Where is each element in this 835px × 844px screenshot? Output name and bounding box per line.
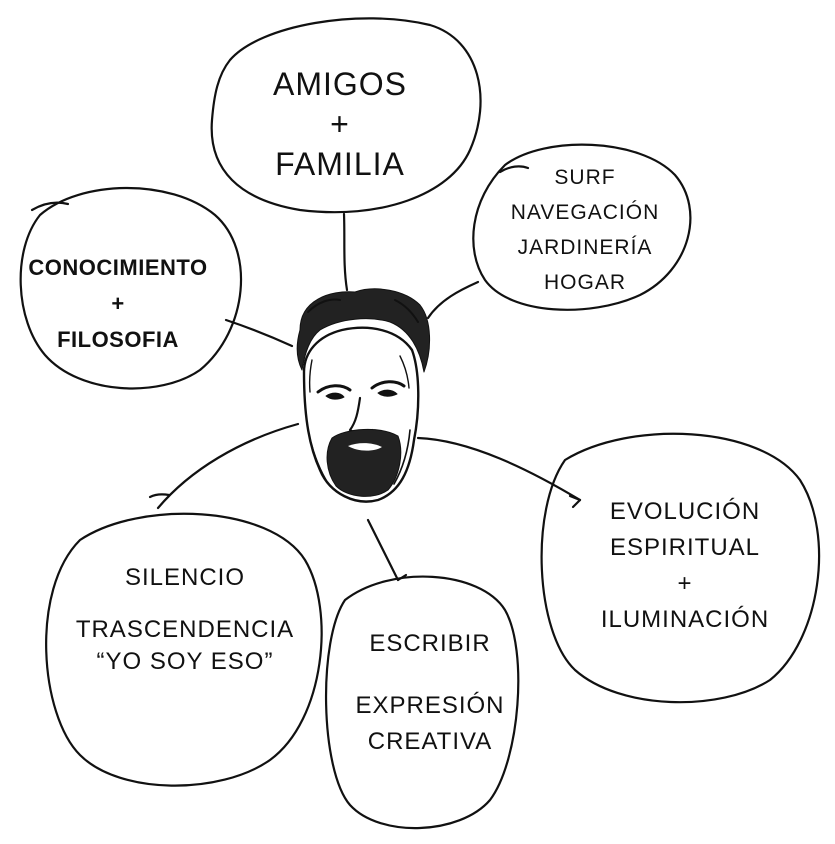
evolucion-line-4: ILUMINACIÓN <box>600 606 770 633</box>
escribir-line-3: CREATIVA <box>367 728 493 755</box>
bubble-silencio <box>45 512 323 787</box>
connector-surf <box>426 280 480 320</box>
bubble-silencio-label: SILENCIO TRASCENDENCIA “YO SOY ESO” <box>60 562 310 678</box>
connector-evolucion <box>416 436 582 502</box>
surf-line-2: NAVEGACIÓN <box>510 201 660 224</box>
bubble-evolucion-label: EVOLUCIÓN ESPIRITUAL + ILUMINACIÓN <box>585 494 785 638</box>
bubble-escribir-label: ESCRIBIR EXPRESIÓN CREATIVA <box>330 626 530 760</box>
amigos-line-3: FAMILIA <box>275 146 405 182</box>
amigos-line-2: + <box>330 106 350 142</box>
bubble-amigos <box>210 17 482 214</box>
surf-line-1: SURF <box>554 166 616 189</box>
connector-amigos <box>342 212 349 292</box>
surf-line-4: HOGAR <box>543 271 626 294</box>
connector-escribir <box>366 518 400 582</box>
conocimiento-line-3: FILOSOFIA <box>57 327 179 352</box>
bubble-surf <box>472 143 692 311</box>
bubble-evolucion <box>540 432 821 704</box>
bubble-escribir <box>324 575 520 830</box>
portrait-sketch-icon <box>296 288 431 503</box>
silencio-line-3: “YO SOY ESO” <box>96 648 274 675</box>
escribir-line-1: ESCRIBIR <box>369 630 491 657</box>
connector-silencio <box>156 422 300 510</box>
connector-conocimiento <box>224 318 294 348</box>
conocimiento-line-1: CONOCIMIENTO <box>28 255 208 280</box>
amigos-line-1: AMIGOS <box>272 66 407 102</box>
conocimiento-line-2: + <box>111 291 125 316</box>
bubble-surf-label: SURF NAVEGACIÓN JARDINERÍA HOGAR <box>495 160 675 300</box>
bubble-conocimiento-label: CONOCIMIENTO + FILOSOFIA <box>18 250 218 358</box>
evolucion-line-1: EVOLUCIÓN <box>609 498 761 525</box>
silencio-line-1: SILENCIO <box>124 564 246 591</box>
bubble-amigos-label: AMIGOS + FAMILIA <box>240 64 440 184</box>
bubble-conocimiento <box>19 186 243 390</box>
escribir-line-2: EXPRESIÓN <box>355 692 505 719</box>
evolucion-line-3: + <box>677 570 693 597</box>
surf-line-3: JARDINERÍA <box>517 236 653 259</box>
silencio-line-2: TRASCENDENCIA <box>75 616 295 643</box>
evolucion-line-2: ESPIRITUAL <box>609 534 761 561</box>
